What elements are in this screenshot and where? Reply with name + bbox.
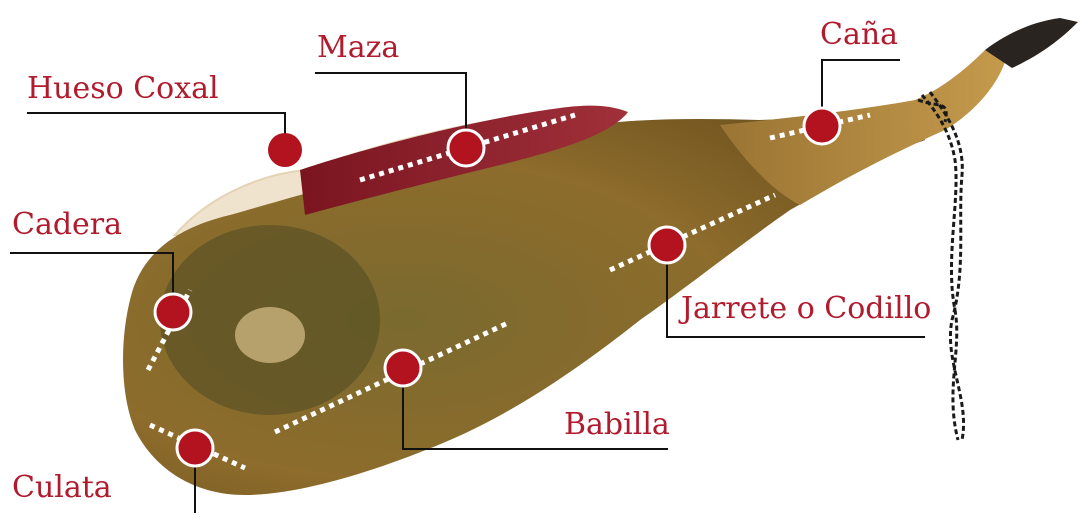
marker-hueso-coxal <box>268 133 302 167</box>
marker-cadera <box>155 294 191 330</box>
marker-jarrete <box>649 227 685 263</box>
label-culata: Culata <box>12 473 112 503</box>
label-jarrete: Jarrete o Codillo <box>681 294 931 324</box>
leader-hueso-coxal <box>27 113 285 150</box>
marker-culata <box>177 430 213 466</box>
marker-cana <box>804 108 840 144</box>
marker-babilla <box>385 350 421 386</box>
label-cana: Caña <box>820 20 898 50</box>
label-babilla: Babilla <box>564 410 670 440</box>
coxal-bone-mark <box>235 307 305 363</box>
twisted-rope-icon <box>918 92 964 440</box>
marker-maza <box>448 130 484 166</box>
label-maza: Maza <box>317 33 399 63</box>
label-hueso-coxal: Hueso Coxal <box>27 74 219 104</box>
label-cadera: Cadera <box>12 210 122 240</box>
